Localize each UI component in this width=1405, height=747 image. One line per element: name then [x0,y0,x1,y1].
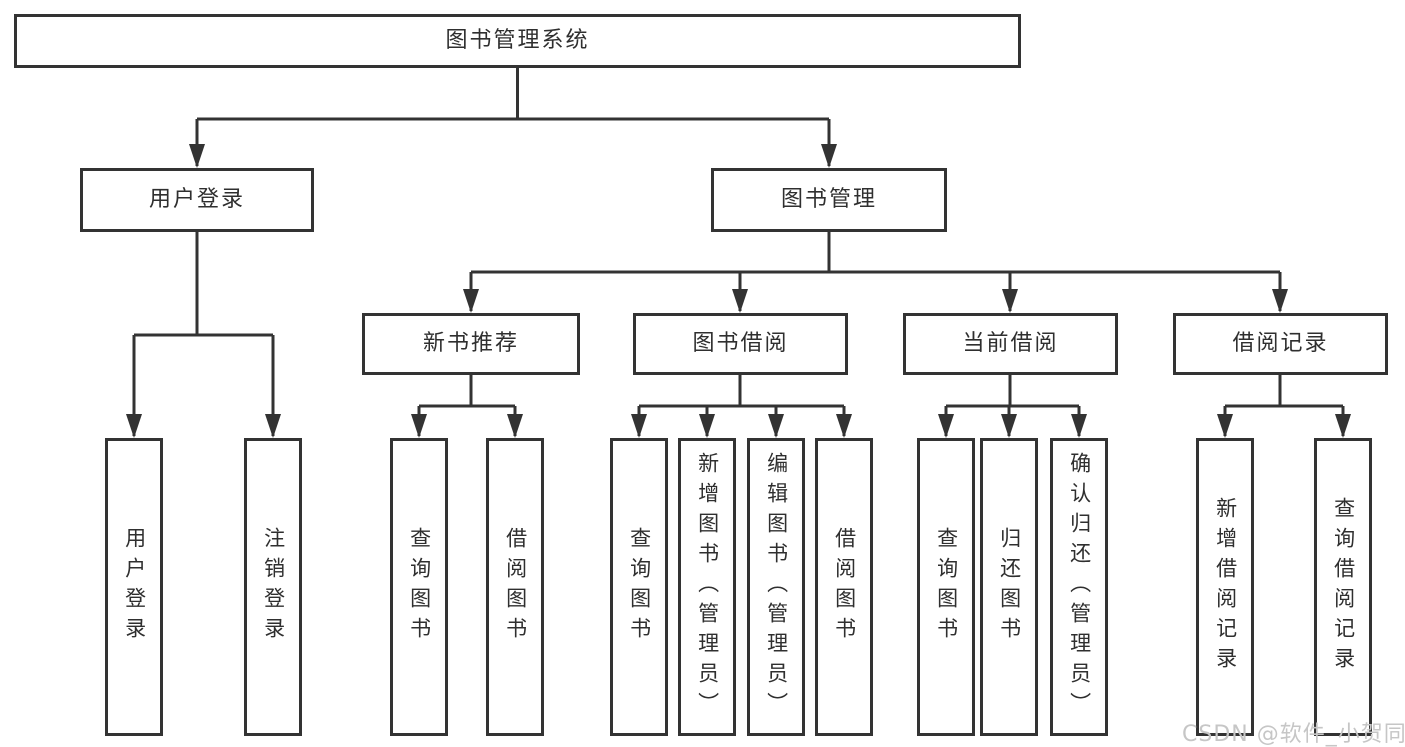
leaf-label: 编辑图书（管理员） [764,452,789,722]
leaf-query-books-current: 查询图书 [917,438,975,736]
leaf-query-borrow-record: 查询借阅记录 [1314,438,1372,736]
node-label: 图书管理 [780,186,877,212]
leaf-return-book: 归还图书 [980,438,1038,736]
leaf-edit-book-admin: 编辑图书（管理员） [747,438,805,736]
leaf-borrow-books: 借阅图书 [815,438,873,736]
node-library-management-system: 图书管理系统 [14,14,1021,68]
leaf-label: 新增图书（管理员） [695,452,720,722]
leaf-logout: 注销登录 [244,438,302,736]
node-new-book-recommendation: 新书推荐 [362,313,580,375]
leaf-label: 查询图书 [934,527,959,647]
leaf-add-borrow-record: 新增借阅记录 [1196,438,1254,736]
leaf-add-book-admin: 新增图书（管理员） [678,438,736,736]
leaf-label: 用户登录 [122,527,147,647]
leaf-label: 查询图书 [627,527,652,647]
node-user-login: 用户登录 [80,168,314,232]
watermark-text: CSDN @软件_小贺同学 [1182,722,1405,747]
leaf-label: 新增借阅记录 [1213,497,1238,677]
node-book-management: 图书管理 [711,168,947,232]
node-book-borrowing: 图书借阅 [633,313,848,375]
node-label: 新书推荐 [422,330,519,356]
leaf-label: 注销登录 [261,527,286,647]
leaf-label: 借阅图书 [503,527,528,647]
leaf-borrow-books-recommend: 借阅图书 [486,438,544,736]
leaf-label: 查询图书 [407,527,432,647]
node-current-borrowing: 当前借阅 [903,313,1118,375]
node-label: 用户登录 [148,186,245,212]
leaf-label: 借阅图书 [832,527,857,647]
leaf-query-books-borrow: 查询图书 [610,438,668,736]
node-label: 图书管理系统 [445,27,590,53]
node-label: 图书借阅 [692,330,789,356]
node-borrowing-records: 借阅记录 [1173,313,1388,375]
node-label: 当前借阅 [962,330,1059,356]
leaf-label: 查询借阅记录 [1331,497,1356,677]
leaf-confirm-return-admin: 确认归还（管理员） [1050,438,1108,736]
leaf-label: 确认归还（管理员） [1067,452,1092,722]
node-label: 借阅记录 [1232,330,1329,356]
leaf-query-books-recommend: 查询图书 [390,438,448,736]
leaf-label: 归还图书 [997,527,1022,647]
leaf-user-login: 用户登录 [105,438,163,736]
